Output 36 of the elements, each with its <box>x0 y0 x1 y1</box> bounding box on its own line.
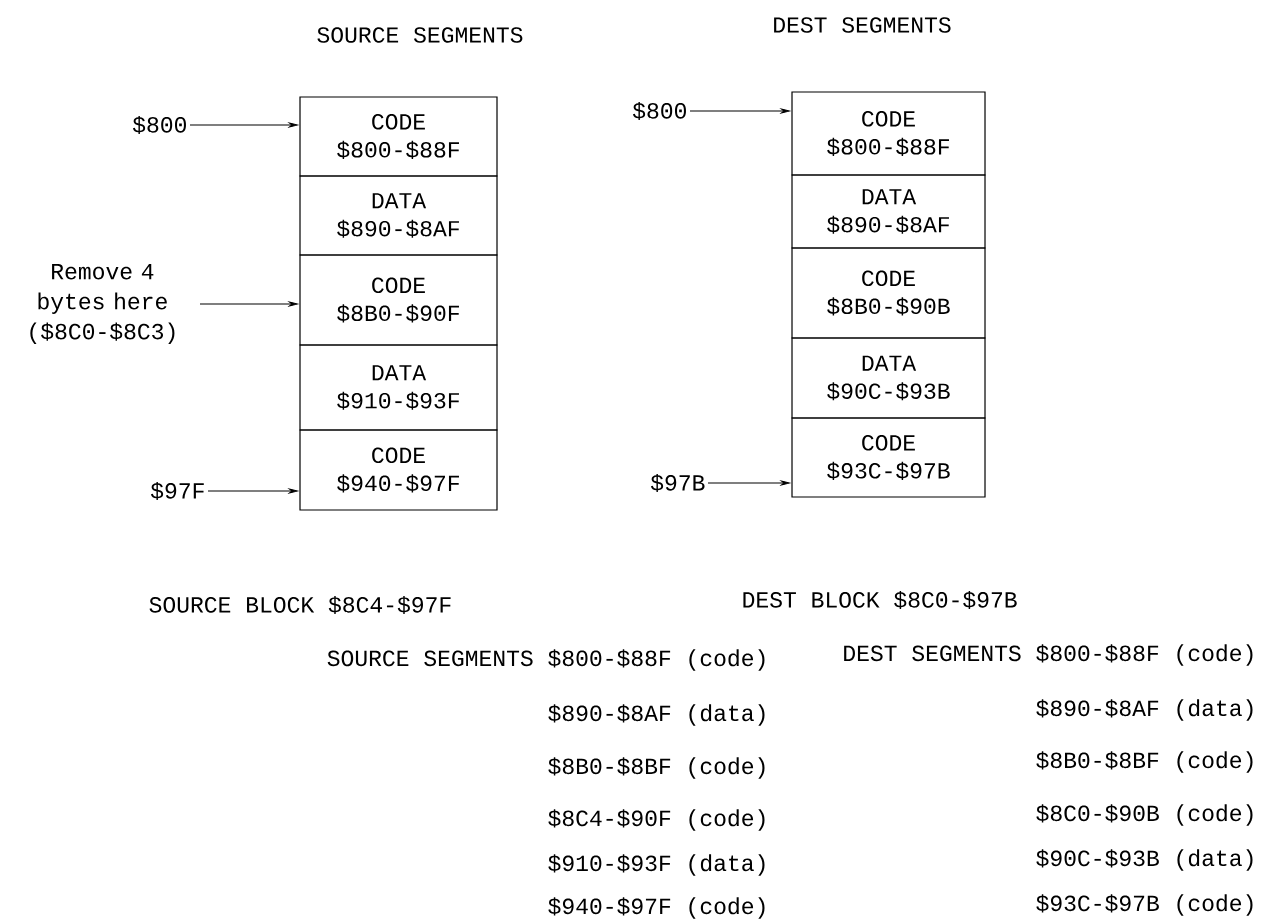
text-line: SOURCE BLOCK $8C4-$97F <box>149 595 451 615</box>
text-line: $90C-$93B (data) <box>1036 849 1253 871</box>
arrow <box>689 108 790 114</box>
text-line: $910-$93F (data) <box>548 854 765 876</box>
text-line: $8B0-$8BF (code) <box>1036 751 1253 773</box>
text-line: DEST SEGMENTS $800-$88F (code) <box>844 644 1253 666</box>
address-label: $800 <box>132 115 186 135</box>
memory-segment-box: CODE $940-$97F <box>299 429 498 511</box>
text-line: DEST BLOCK $8C0-$97B <box>743 590 1017 610</box>
memory-segment-box: CODE $93C-$97B <box>791 417 986 498</box>
address-label: $800 <box>632 101 686 121</box>
address-label: Remove 4 bytes here ($8C0-$8C3) <box>30 264 175 344</box>
text-line: $890-$8AF (data) <box>548 704 765 726</box>
text-line: $93C-$97B (code) <box>1036 894 1253 916</box>
arrow <box>707 480 790 486</box>
heading: DEST SEGMENTS <box>774 17 951 33</box>
memory-segment-box: CODE $8B0-$90B <box>791 247 986 339</box>
arrow <box>189 122 298 128</box>
heading: SOURCE SEGMENTS <box>317 27 523 43</box>
text-line: SOURCE SEGMENTS $800-$88F (code) <box>327 649 765 671</box>
text-line: $8C4-$90F (code) <box>548 809 765 831</box>
text-line: $8B0-$8BF (code) <box>548 757 765 779</box>
memory-segment-box: DATA $890-$8AF <box>791 174 986 249</box>
memory-segment-box: CODE $8B0-$90F <box>299 254 498 346</box>
text-line: $890-$8AF (data) <box>1036 699 1253 721</box>
text-line: $940-$97F (code) <box>548 897 765 919</box>
text-line: $8C0-$90B (code) <box>1036 804 1253 826</box>
arrow <box>207 488 298 494</box>
address-label: $97F <box>150 481 204 501</box>
address-label: $97B <box>650 473 705 493</box>
memory-segment-box: CODE $800-$88F <box>791 91 986 176</box>
memory-segment-box: DATA $890-$8AF <box>299 175 498 256</box>
memory-segment-box: DATA $910-$93F <box>299 344 498 431</box>
memory-segment-box: CODE $800-$88F <box>299 96 498 177</box>
arrow <box>199 301 298 307</box>
memory-segment-box: DATA $90C-$93B <box>791 337 986 419</box>
